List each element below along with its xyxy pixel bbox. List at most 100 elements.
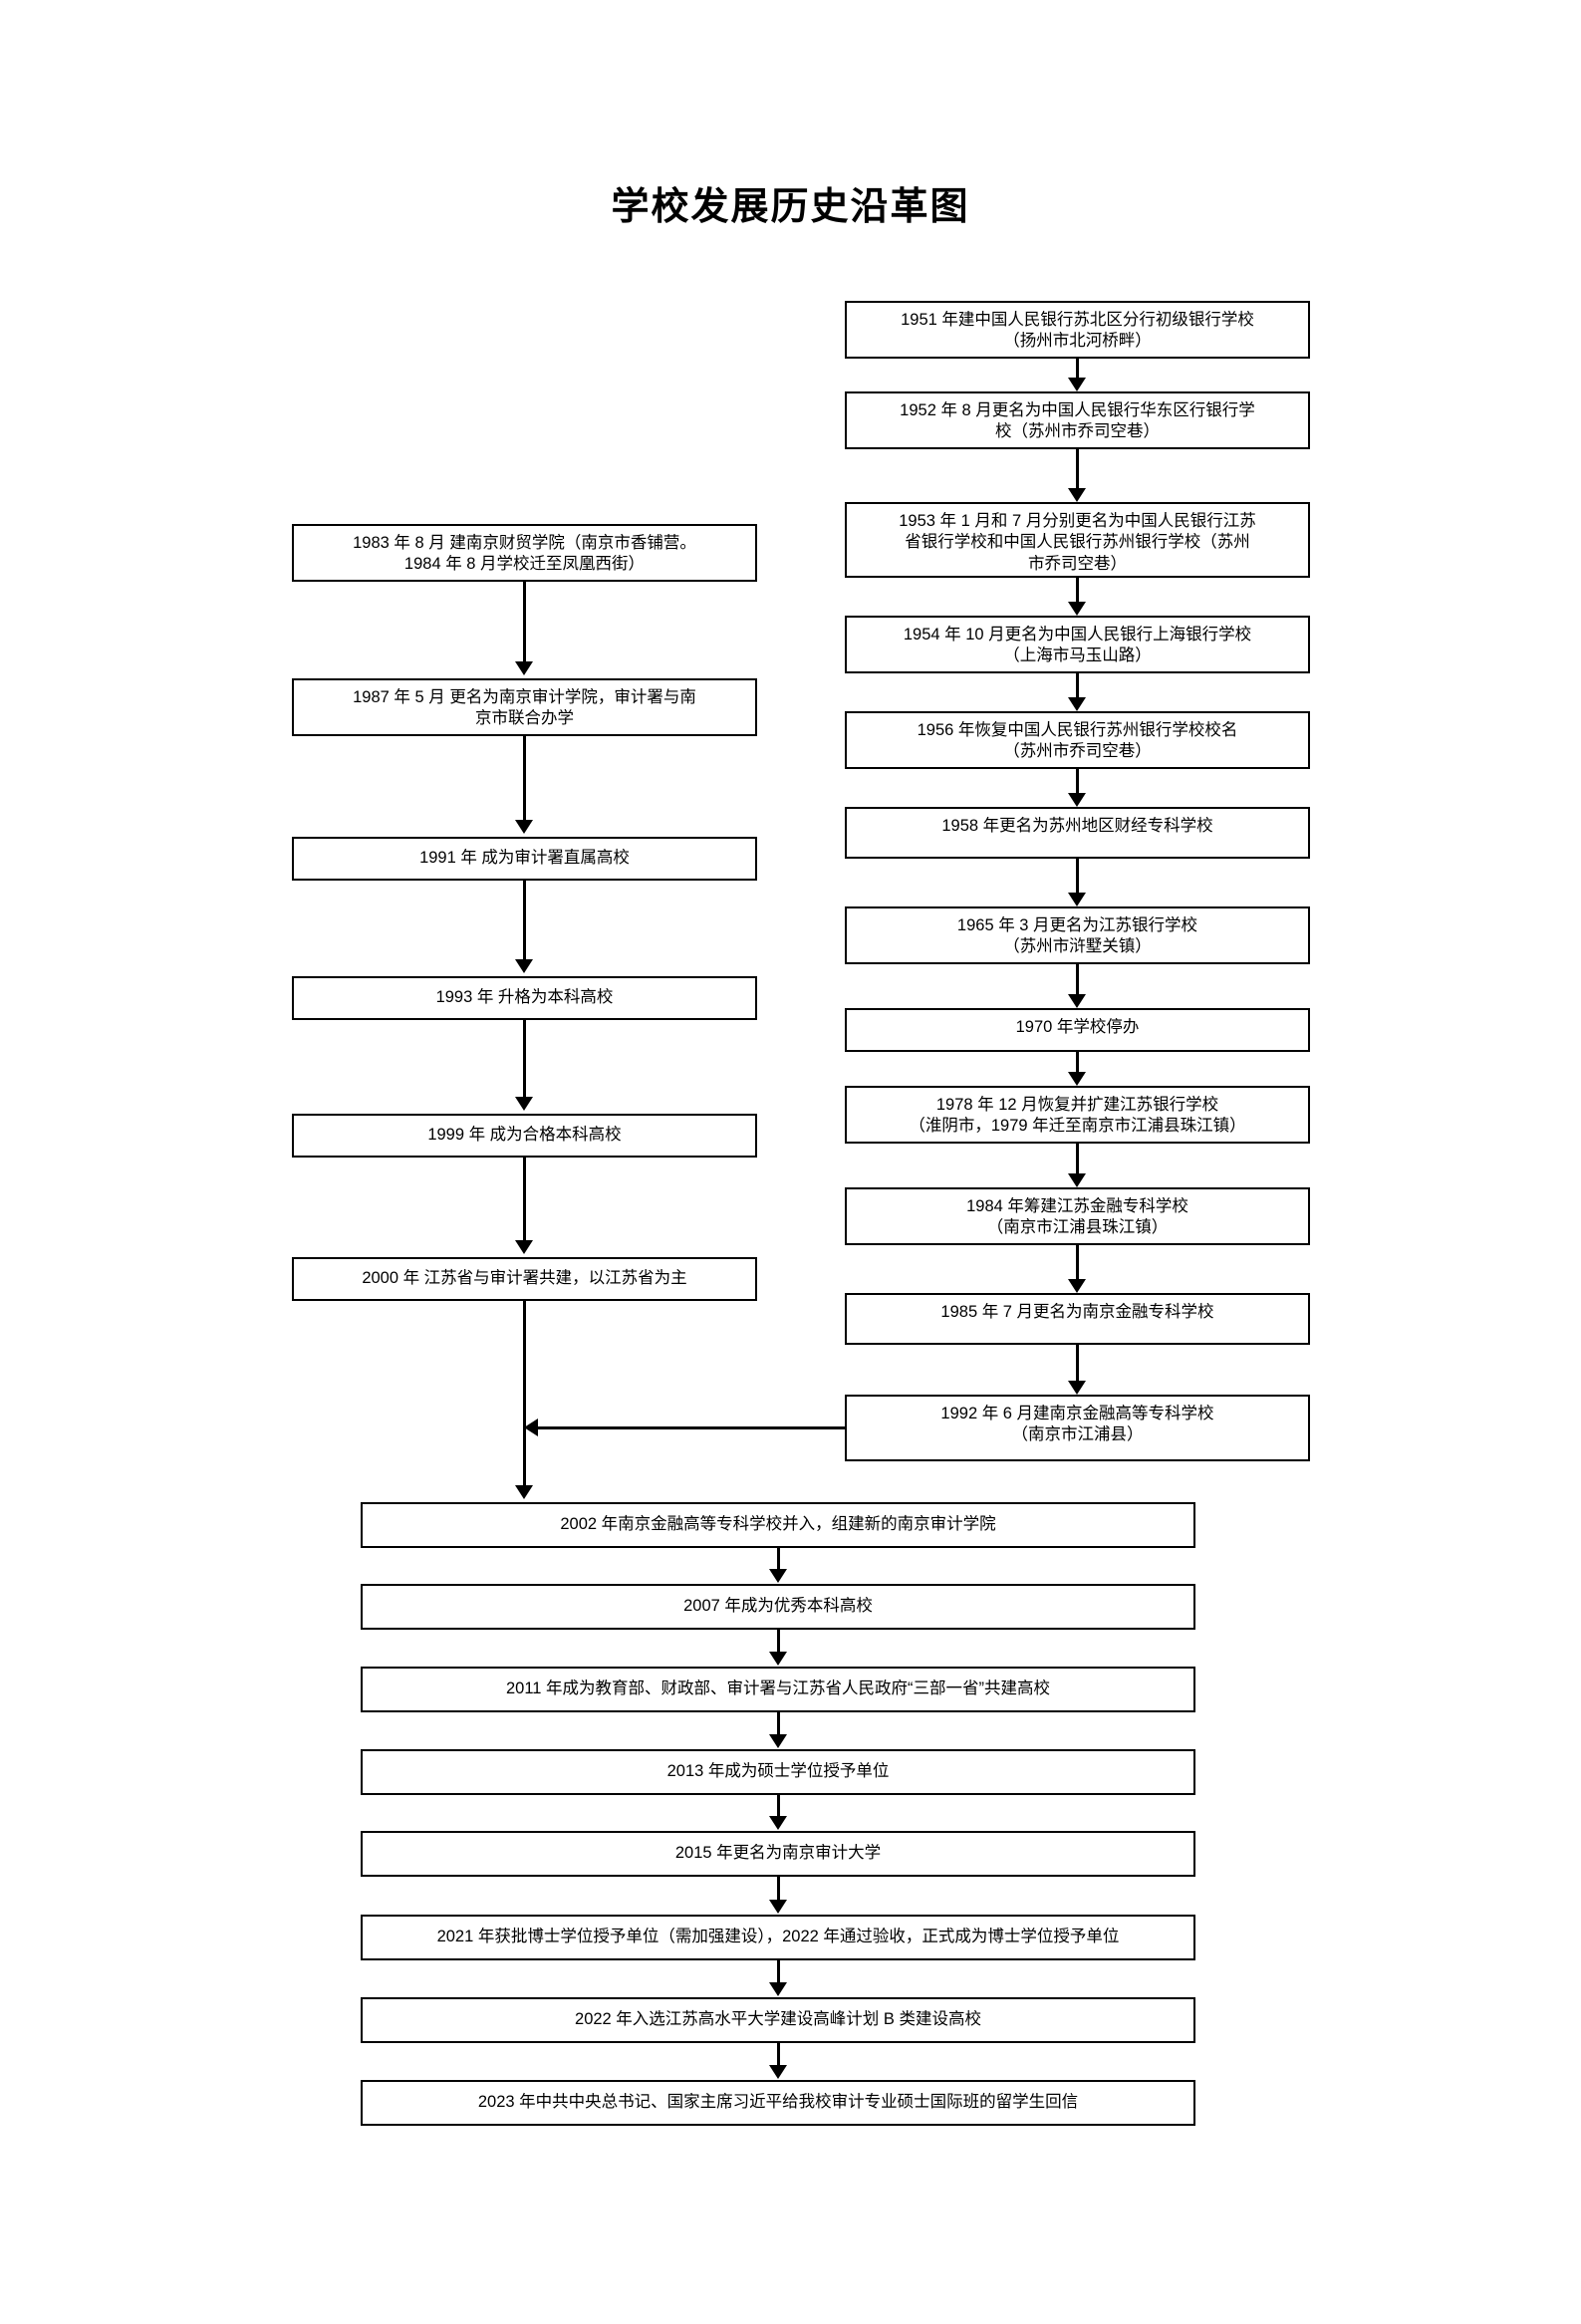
node-2013: 2013 年成为硕士学位授予单位 (361, 1749, 1195, 1795)
node-1970-label: 1970 年学校停办 (1015, 1018, 1140, 1036)
arrowhead-1987-1991 (515, 820, 533, 834)
arrowhead-2011-2013 (769, 1734, 787, 1748)
node-1954-label: 1954 年 10 月更名为中国人民银行上海银行学校 （上海市马玉山路） (903, 626, 1252, 665)
node-1958: 1958 年更名为苏州地区财经专科学校 (845, 807, 1310, 859)
arrowhead-2022-2023 (769, 2065, 787, 2079)
node-2011-label: 2011 年成为教育部、财政部、审计署与江苏省人民政府“三部一省”共建高校 (505, 1679, 1051, 1698)
connector-1987-1991 (523, 736, 526, 820)
arrowhead-1952-1953 (1068, 488, 1086, 502)
arrowhead-1985-1992 (1068, 1381, 1086, 1395)
connector-1984-1985 (1076, 1245, 1079, 1279)
connector-2022-2023 (777, 2043, 780, 2065)
node-2015: 2015 年更名为南京审计大学 (361, 1831, 1195, 1877)
node-2000: 2000 年 江苏省与审计署共建，以江苏省为主 (292, 1257, 757, 1301)
node-2022-label: 2022 年入选江苏高水平大学建设高峰计划 B 类建设高校 (575, 2010, 981, 2029)
arrowhead-1999-2000 (515, 1240, 533, 1254)
node-1985-label: 1985 年 7 月更名为南京金融专科学校 (940, 1303, 1214, 1321)
node-1992: 1992 年 6 月建南京金融高等专科学校 （南京市江浦县） (845, 1395, 1310, 1461)
node-1958-label: 1958 年更名为苏州地区财经专科学校 (941, 817, 1213, 835)
node-2022: 2022 年入选江苏高水平大学建设高峰计划 B 类建设高校 (361, 1997, 1195, 2043)
node-1987: 1987 年 5 月 更名为南京审计学院，审计署与南 京市联合办学 (292, 678, 757, 736)
node-1991-label: 1991 年 成为审计署直属高校 (419, 849, 630, 868)
connector-2013-2015 (777, 1795, 780, 1816)
node-1993: 1993 年 升格为本科高校 (292, 976, 757, 1020)
arrowhead-2002-2007 (769, 1569, 787, 1583)
arrowhead-2007-2011 (769, 1652, 787, 1666)
connector-1953-1954 (1076, 578, 1079, 602)
merge-connector-1992-to-trunk (538, 1426, 847, 1429)
connector-2021-2022 (777, 1960, 780, 1982)
connector-1970-1978 (1076, 1052, 1079, 1072)
arrowhead-1951-1952 (1068, 378, 1086, 391)
node-1952: 1952 年 8 月更名为中国人民银行华东区行银行学 校（苏州市乔司空巷） (845, 391, 1310, 449)
node-1984-label: 1984 年筹建江苏金融专科学校 （南京市江浦县珠江镇） (966, 1197, 1188, 1237)
node-1953: 1953 年 1 月和 7 月分别更名为中国人民银行江苏 省银行学校和中国人民银… (845, 502, 1310, 578)
node-1978-label: 1978 年 12 月恢复并扩建江苏银行学校 （淮阴市，1979 年迁至南京市江… (909, 1096, 1246, 1136)
connector-1951-1952 (1076, 359, 1079, 379)
arrowhead-1970-1978 (1068, 1072, 1086, 1086)
connector-1954-1956 (1076, 673, 1079, 697)
node-1993-label: 1993 年 升格为本科高校 (435, 988, 614, 1007)
page-title: 学校发展历史沿革图 (611, 186, 970, 228)
node-1952-label: 1952 年 8 月更名为中国人民银行华东区行银行学 校（苏州市乔司空巷） (900, 401, 1255, 441)
arrowhead-1984-1985 (1068, 1279, 1086, 1293)
connector-2007-2011 (777, 1630, 780, 1652)
arrowhead-1958-1965 (1068, 893, 1086, 906)
arrowhead-merge-1992 (524, 1419, 538, 1436)
arrowhead-1953-1954 (1068, 602, 1086, 616)
node-1983: 1983 年 8 月 建南京财贸学院（南京市香铺营。 1984 年 8 月学校迁… (292, 524, 757, 582)
arrowhead-1965-1970 (1068, 994, 1086, 1008)
connector-2015-2021 (777, 1877, 780, 1900)
node-2021: 2021 年获批博士学位授予单位（需加强建设），2022 年通过验收，正式成为博… (361, 1915, 1195, 1960)
arrowhead-1978-1984 (1068, 1173, 1086, 1187)
connector-1985-1992 (1076, 1345, 1079, 1381)
node-1951-label: 1951 年建中国人民银行苏北区分行初级银行学校 （扬州市北河桥畔） (901, 311, 1254, 351)
node-1956: 1956 年恢复中国人民银行苏州银行学校校名 （苏州市乔司空巷） (845, 711, 1310, 769)
connector-1965-1970 (1076, 964, 1079, 994)
node-1987-label: 1987 年 5 月 更名为南京审计学院，审计署与南 京市联合办学 (353, 688, 696, 728)
node-1984: 1984 年筹建江苏金融专科学校 （南京市江浦县珠江镇） (845, 1187, 1310, 1245)
connector-1993-1999 (523, 1020, 526, 1097)
arrowhead-1954-1956 (1068, 697, 1086, 711)
connector-2002-2007 (777, 1548, 780, 1569)
node-2015-label: 2015 年更名为南京审计大学 (674, 1844, 882, 1863)
node-1978: 1978 年 12 月恢复并扩建江苏银行学校 （淮阴市，1979 年迁至南京市江… (845, 1086, 1310, 1144)
arrowhead-1983-1987 (515, 661, 533, 675)
node-2013-label: 2013 年成为硕士学位授予单位 (666, 1762, 890, 1781)
node-1999-label: 1999 年 成为合格本科高校 (427, 1126, 622, 1145)
node-1954: 1954 年 10 月更名为中国人民银行上海银行学校 （上海市马玉山路） (845, 616, 1310, 673)
node-1999: 1999 年 成为合格本科高校 (292, 1114, 757, 1158)
arrowhead-1991-1993 (515, 959, 533, 973)
node-2011: 2011 年成为教育部、财政部、审计署与江苏省人民政府“三部一省”共建高校 (361, 1667, 1195, 1712)
arrowhead-1956-1958 (1068, 793, 1086, 807)
node-2021-label: 2021 年获批博士学位授予单位（需加强建设），2022 年通过验收，正式成为博… (436, 1928, 1120, 1946)
node-2007-label: 2007 年成为优秀本科高校 (683, 1597, 873, 1616)
connector-1952-1953 (1076, 449, 1079, 488)
node-1965: 1965 年 3 月更名为江苏银行学校 （苏州市浒墅关镇） (845, 906, 1310, 964)
node-2023-label: 2023 年中共中央总书记、国家主席习近平给我校审计专业硕士国际班的留学生回信 (477, 2093, 1079, 2112)
node-1965-label: 1965 年 3 月更名为江苏银行学校 （苏州市浒墅关镇） (956, 916, 1198, 956)
arrowhead-2013-2015 (769, 1816, 787, 1830)
connector-2000-2002-trunk (523, 1301, 526, 1485)
node-1951: 1951 年建中国人民银行苏北区分行初级银行学校 （扬州市北河桥畔） (845, 301, 1310, 359)
node-1983-label: 1983 年 8 月 建南京财贸学院（南京市香铺营。 1984 年 8 月学校迁… (353, 534, 696, 574)
arrowhead-2000-2002 (515, 1485, 533, 1499)
node-2002-label: 2002 年南京金融高等专科学校并入，组建新的南京审计学院 (560, 1515, 996, 1534)
node-1970: 1970 年学校停办 (845, 1008, 1310, 1052)
node-1985: 1985 年 7 月更名为南京金融专科学校 (845, 1293, 1310, 1345)
connector-1999-2000 (523, 1158, 526, 1240)
connector-1978-1984 (1076, 1144, 1079, 1173)
node-1992-label: 1992 年 6 月建南京金融高等专科学校 （南京市江浦县） (940, 1405, 1214, 1444)
node-2007: 2007 年成为优秀本科高校 (361, 1584, 1195, 1630)
node-1991: 1991 年 成为审计署直属高校 (292, 837, 757, 881)
connector-2011-2013 (777, 1712, 780, 1734)
arrowhead-1993-1999 (515, 1097, 533, 1111)
arrowhead-2021-2022 (769, 1982, 787, 1996)
node-2002: 2002 年南京金融高等专科学校并入，组建新的南京审计学院 (361, 1502, 1195, 1548)
node-1953-label: 1953 年 1 月和 7 月分别更名为中国人民银行江苏 省银行学校和中国人民银… (899, 512, 1256, 573)
connector-1991-1993 (523, 881, 526, 959)
connector-1958-1965 (1076, 859, 1079, 893)
node-2000-label: 2000 年 江苏省与审计署共建，以江苏省为主 (362, 1269, 687, 1288)
node-2023: 2023 年中共中央总书记、国家主席习近平给我校审计专业硕士国际班的留学生回信 (361, 2080, 1195, 2126)
